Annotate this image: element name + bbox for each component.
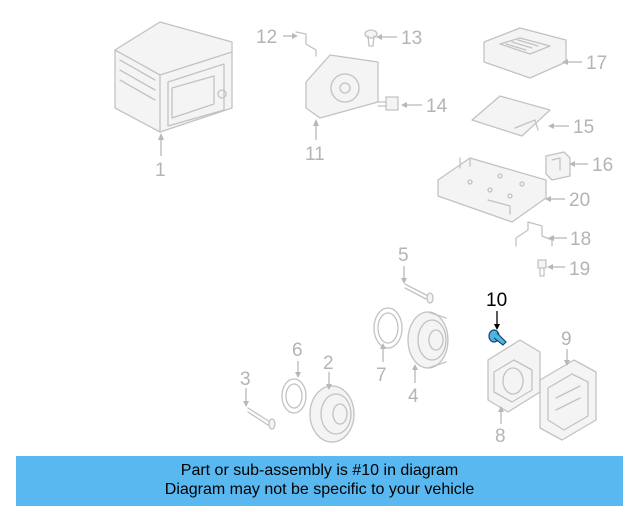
callout-11: 11 [305, 144, 325, 165]
part-11-bracket[interactable] [305, 54, 379, 119]
callout-14: 14 [426, 96, 448, 117]
callout-10: 10 [486, 290, 507, 311]
part-5-screw[interactable] [404, 283, 434, 304]
part-9-enclosure[interactable] [539, 359, 597, 441]
callout-6: 6 [292, 340, 303, 361]
callout-7: 7 [376, 365, 387, 386]
callout-4: 4 [408, 386, 419, 407]
part-18-bracket[interactable] [515, 221, 553, 247]
callout-2: 2 [323, 353, 334, 374]
callout-20: 20 [569, 190, 590, 211]
part-14-bolt[interactable] [377, 96, 399, 111]
part-20-bracket[interactable] [437, 157, 547, 223]
callout-17: 17 [586, 53, 607, 74]
part-19-bolt[interactable] [537, 259, 547, 277]
part-4-speaker[interactable] [407, 311, 449, 369]
info-banner: Part or sub-assembly is #10 in diagram D… [16, 456, 623, 506]
banner-line-disclaimer: Diagram may not be specific to your vehi… [164, 481, 475, 498]
callout-3: 3 [240, 369, 251, 390]
part-8-housing[interactable] [487, 339, 541, 413]
callout-9: 9 [561, 329, 572, 350]
callout-18: 18 [570, 229, 591, 250]
part-15-pad[interactable] [471, 95, 551, 137]
callout-12: 12 [256, 27, 277, 48]
banner-line-part: Part or sub-assembly is #10 in diagram [180, 462, 459, 479]
part-3-screw[interactable] [247, 407, 276, 430]
callout-8: 8 [495, 426, 506, 447]
part-16-connector[interactable] [545, 151, 571, 181]
part-10-screw-highlighted[interactable] [488, 329, 507, 346]
part-6-gasket[interactable] [281, 378, 307, 414]
callout-5: 5 [398, 245, 409, 266]
callout-16: 16 [592, 155, 613, 176]
callout-1: 1 [155, 160, 166, 181]
part-17-module[interactable] [483, 27, 567, 79]
part-12-clip[interactable] [295, 31, 317, 57]
callout-15: 15 [573, 117, 594, 138]
callout-13: 13 [401, 28, 422, 49]
part-2-speaker[interactable] [309, 385, 355, 443]
part-7-gasket[interactable] [373, 307, 403, 349]
part-1-radio-unit[interactable] [114, 21, 233, 133]
part-13-push-pin[interactable] [364, 29, 378, 47]
callout-19: 19 [569, 259, 590, 280]
